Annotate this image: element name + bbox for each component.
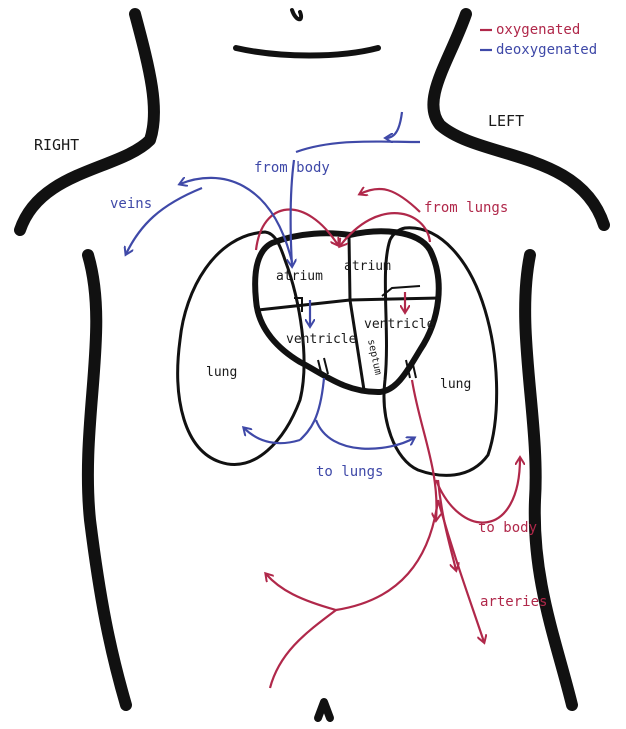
collarbone-outline (236, 48, 378, 56)
lungs (178, 228, 497, 476)
left-av-valve (382, 286, 420, 296)
to-lungs-label: to lungs (316, 464, 383, 480)
legend-deoxygenated-label: deoxygenated (496, 42, 597, 58)
from-body-vein-line (296, 141, 420, 152)
navel-mark (318, 702, 330, 718)
left-atrium-label: atrium (344, 259, 391, 274)
septum-label: septum (365, 338, 383, 376)
arteries-label: arteries (480, 594, 547, 610)
right-ventricle-label: ventricle (286, 332, 357, 347)
aorta-descending-line (412, 380, 437, 520)
to-right-lung-arrow (244, 428, 300, 443)
right-lung-label: lung (206, 365, 237, 380)
left-lung-label: lung (440, 377, 471, 392)
legend: oxygenated deoxygenated (480, 22, 597, 58)
right-atrium-label: atrium (276, 269, 323, 284)
from-lungs-label: from lungs (424, 200, 508, 216)
artery-branch-mid-arrow (438, 480, 456, 570)
left-ventricle-label: ventricle (364, 317, 435, 332)
veins-label: veins (110, 196, 152, 212)
artery-branch-bottom-line (270, 610, 336, 688)
chin-mark (292, 10, 301, 19)
left-lung-outline (384, 228, 497, 476)
artery-branch-left-arrow (266, 500, 438, 610)
right-side-label: RIGHT (34, 136, 79, 154)
upper-vein-arrow (386, 112, 402, 138)
from-lungs-arrow-top (360, 189, 420, 212)
valve-divider-line (258, 298, 440, 310)
torso-left-side-outline (525, 255, 572, 705)
to-left-lung-arrow (316, 420, 414, 449)
from-body-label: from body (254, 160, 330, 176)
to-body-upper-arrow (436, 458, 520, 523)
to-body-label: to body (478, 520, 537, 536)
legend-oxygenated-label: oxygenated (496, 22, 580, 38)
left-side-label: LEFT (488, 112, 524, 130)
torso-right-side-outline (88, 255, 126, 705)
